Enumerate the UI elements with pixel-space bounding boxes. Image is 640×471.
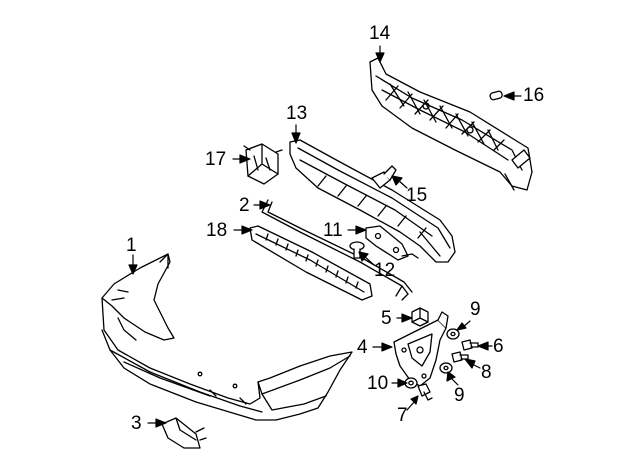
leader-lines (128, 45, 522, 428)
reinforcement-beam-part (369, 57, 533, 191)
bolt-part (417, 383, 433, 401)
bolt-part (461, 339, 479, 351)
callout-9-lower: 9 (454, 385, 465, 406)
pin-part (489, 90, 503, 101)
mounting-bracket-part (365, 225, 419, 261)
callout-8: 8 (481, 362, 492, 383)
step-pad-part (249, 225, 373, 301)
callout-5: 5 (381, 308, 392, 329)
callout-17: 17 (205, 149, 227, 170)
callout-10: 10 (367, 373, 389, 394)
callout-15: 15 (406, 185, 428, 206)
cover-piece-part (161, 417, 207, 449)
callout-18: 18 (206, 220, 228, 241)
washer-part (446, 328, 460, 340)
callout-1: 1 (126, 235, 137, 256)
washer-part (439, 362, 453, 374)
side-bracket-part (393, 311, 449, 387)
bumper-cover-part (101, 253, 353, 421)
callout-13: 13 (286, 103, 308, 124)
nut-part (404, 377, 418, 389)
callout-11: 11 (323, 220, 343, 241)
callout-12: 12 (374, 260, 396, 281)
callout-4: 4 (357, 337, 368, 358)
energy-absorber-part (289, 139, 456, 263)
trim-strip-part (261, 199, 413, 301)
callout-3: 3 (131, 413, 142, 434)
callout-16: 16 (523, 85, 545, 106)
clip-part (371, 165, 397, 189)
callout-9-upper: 9 (470, 299, 481, 320)
callout-14: 14 (369, 23, 391, 44)
bracket-part (243, 143, 283, 185)
callout-2: 2 (239, 195, 250, 216)
nut-part (411, 307, 429, 327)
callout-7: 7 (397, 405, 408, 426)
callout-6: 6 (493, 336, 504, 357)
